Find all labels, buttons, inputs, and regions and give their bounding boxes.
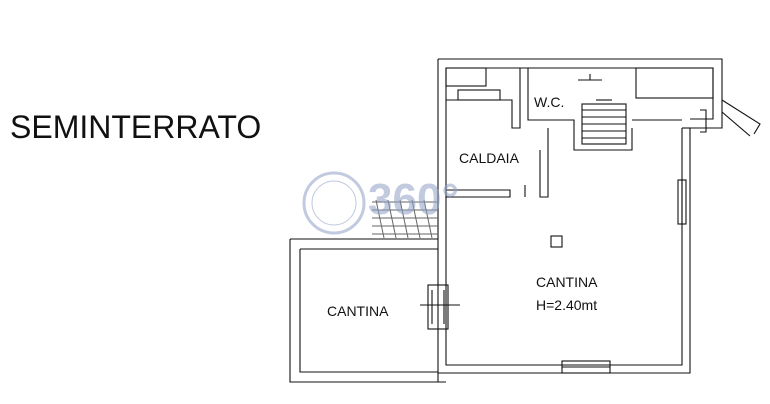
plan-title: SEMINTERRATO bbox=[10, 109, 261, 145]
top-wall-blocks bbox=[445, 67, 714, 101]
caldaia-label: CALDAIA bbox=[459, 150, 520, 166]
staircase bbox=[578, 74, 627, 145]
entrance-steps bbox=[372, 199, 438, 239]
cantina-main-label: CANTINA bbox=[536, 274, 598, 290]
wc-label: W.C. bbox=[534, 94, 564, 110]
cantina-height-label: H=2.40mt bbox=[536, 297, 597, 313]
bottom-window bbox=[561, 360, 611, 374]
cantina-left-label: CANTINA bbox=[327, 303, 389, 319]
interior-walls bbox=[446, 68, 682, 198]
top-annex-wall bbox=[438, 58, 723, 129]
connecting-door bbox=[420, 284, 460, 330]
left-cantina-walls bbox=[289, 238, 446, 383]
right-window bbox=[677, 179, 687, 225]
watermark-logo: 360° bbox=[302, 171, 459, 235]
column-square bbox=[550, 235, 563, 248]
right-exterior-wall bbox=[700, 99, 761, 137]
watermark-number: 360° bbox=[368, 175, 459, 224]
